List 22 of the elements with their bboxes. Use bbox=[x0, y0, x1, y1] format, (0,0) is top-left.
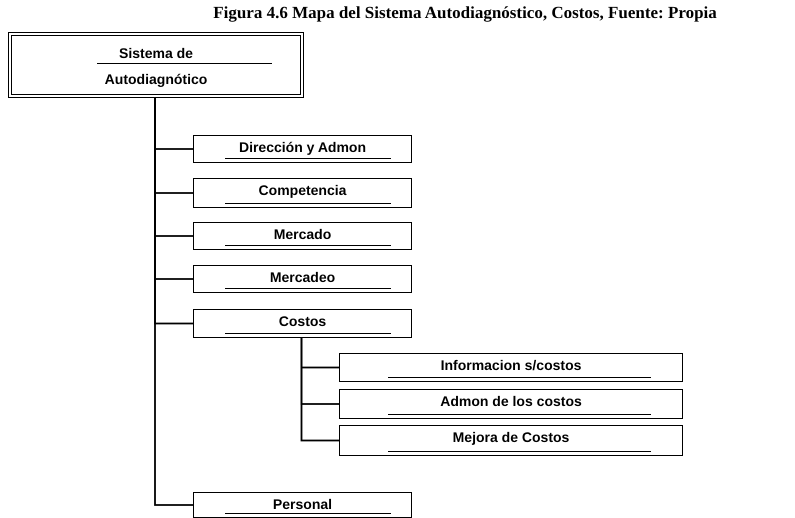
process-box bbox=[193, 492, 412, 518]
connector-line bbox=[300, 338, 339, 442]
node-label: Dirección y Admon bbox=[238, 139, 368, 155]
process-box bbox=[193, 222, 412, 250]
root-box bbox=[8, 32, 304, 98]
node-label: Mercado bbox=[272, 226, 332, 242]
process-box bbox=[193, 309, 412, 338]
figure-title: Figura 4.6 Mapa del Sistema Autodiagnóstico, Costos, Fuente: Propia bbox=[212, 2, 718, 24]
node-label: Costos bbox=[278, 313, 328, 329]
node-label: Competencia bbox=[258, 182, 348, 198]
process-box bbox=[339, 353, 683, 382]
node-label: Admon de los costos bbox=[439, 393, 583, 409]
node-label: Informacion s/costos bbox=[440, 357, 582, 373]
node-label: Personal bbox=[272, 496, 334, 512]
process-box bbox=[339, 425, 683, 456]
process-box bbox=[193, 135, 412, 163]
process-box bbox=[339, 389, 683, 419]
node-label: Mejora de Costos bbox=[452, 429, 570, 445]
node-label: Sistema de Autodiagnótico bbox=[104, 44, 208, 89]
process-box bbox=[193, 178, 412, 208]
node-label: Mercadeo bbox=[268, 269, 336, 285]
process-box bbox=[193, 265, 412, 293]
